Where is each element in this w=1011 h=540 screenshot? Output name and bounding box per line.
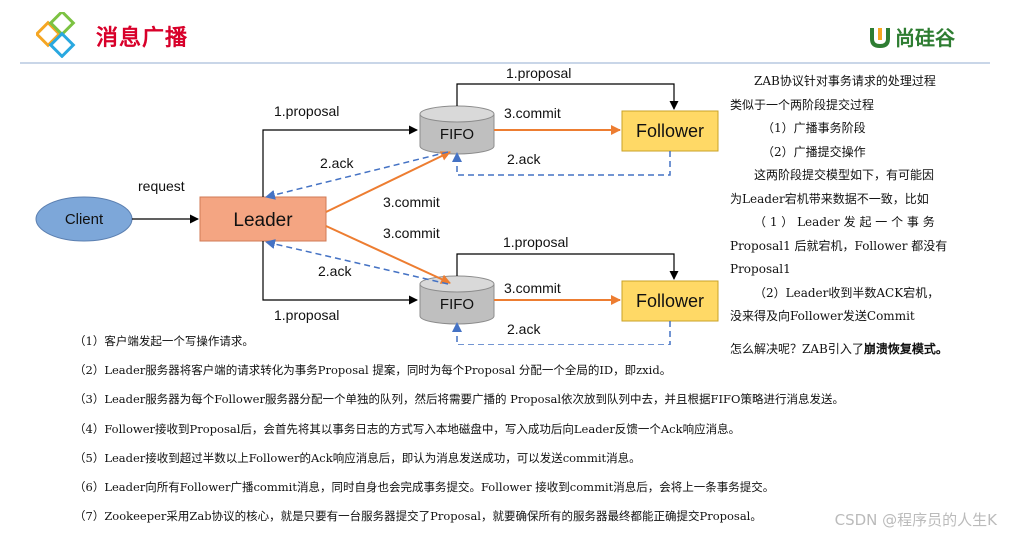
proposal-arrow-top (262, 125, 418, 197)
ack-label-leader-bottom: 2.ack (318, 263, 352, 279)
step-item: （3）Leader服务器为每个Follower服务器分配一个单独的队列，然后将需… (74, 392, 844, 407)
side-line: 没来得及向Follower发送Commit (730, 309, 915, 323)
follower-top-label: Follower (636, 121, 704, 141)
side-line: （2）Leader收到半数ACK宕机， (754, 285, 940, 300)
step-item: （6）Leader向所有Follower广播commit消息，同时自身也会完成事… (74, 479, 775, 494)
steps-list: （1）客户端发起一个写操作请求。 （2）Leader服务器将客户端的请求转化为事… (74, 330, 954, 534)
side-line: （1）广播事务阶段 (762, 121, 866, 135)
fifo-top-label: FIFO (440, 126, 474, 143)
logo-diamonds-icon (36, 12, 76, 58)
side-line: ZAB协议针对事务请求的处理过程 (754, 74, 936, 88)
header: 消息广播 尚硅谷 (0, 0, 1011, 64)
proposal-label-leader-bottom: 1.proposal (274, 307, 339, 323)
proposal-label-leader-top: 1.proposal (274, 103, 339, 119)
ack-label-leader-top: 2.ack (320, 155, 354, 171)
follower-bottom-label: Follower (636, 291, 704, 311)
ack-label-follower-bottom: 2.ack (507, 321, 541, 337)
step-item: （7）Zookeeper采用Zab协议的核心，就是只要有一台服务器提交了Prop… (74, 509, 762, 524)
ack-arrow-follower-top (452, 151, 671, 176)
brand-logo: 尚硅谷 (869, 22, 955, 51)
step-item: （4）Follower接收到Proposal后，会首先将其以事务日志的方式写入本… (74, 421, 741, 436)
watermark: CSDN @程序员的人生K (834, 511, 997, 529)
side-line: 为Leader宕机带来数据不一致，比如 (730, 191, 929, 206)
request-label: request (138, 178, 185, 194)
side-line: Proposal1 (730, 262, 791, 276)
commit-arrow-leader-top (325, 151, 451, 213)
proposal-label-top: 1.proposal (506, 65, 571, 81)
page-title: 消息广播 (96, 26, 189, 51)
commit-label-leader-bottom: 3.commit (383, 225, 440, 241)
side-question-text: 怎么解决呢？ZAB引入了 (730, 341, 864, 356)
leader-label: Leader (233, 210, 293, 231)
follower-top-node (621, 110, 719, 152)
commit-label-fifo-top: 3.commit (504, 105, 561, 121)
side-line: Proposal1 后就宕机，Follower 都没有 (730, 238, 948, 253)
commit-label-leader-top: 3.commit (383, 194, 440, 210)
side-explanation: ZAB协议针对事务请求的处理过程 类似于一个两阶段提交过程 （1）广播事务阶段 … (730, 70, 970, 361)
step-item: （2）Leader服务器将客户端的请求转化为事务Proposal 提案，同时为每… (74, 363, 672, 378)
header-divider (20, 62, 990, 64)
step-item: （1）客户端发起一个写操作请求。 (74, 334, 254, 348)
ack-arrow-leader-bottom (265, 239, 449, 285)
commit-label-fifo-bottom: 3.commit (504, 280, 561, 296)
proposal-arrow-fifo-bottom (456, 253, 679, 280)
proposal-label-bottom: 1.proposal (503, 234, 568, 250)
side-line: （2）广播提交操作 (762, 144, 866, 159)
side-line: 类似于一个两阶段提交过程 (730, 97, 875, 112)
side-question: 怎么解决呢？ZAB引入了崩溃恢复模式。 (730, 338, 970, 362)
follower-bottom-node (621, 280, 719, 322)
client-label: Client (65, 211, 104, 228)
fifo-top-node (419, 105, 495, 155)
side-line: （ 1 ） Leader 发 起 一 个 事 务 (754, 215, 935, 229)
ack-arrow-follower-bottom (452, 321, 671, 345)
ack-label-follower-top: 2.ack (507, 151, 541, 167)
side-line: 这两阶段提交模型如下，有可能因 (754, 168, 935, 182)
side-question-bold: 崩溃恢复模式。 (863, 341, 948, 356)
step-item: （5）Leader接收到超过半数以上Follower的Ack响应消息后，即认为消… (74, 450, 641, 465)
commit-arrow-leader-bottom (325, 225, 451, 284)
broadcast-diagram: Client request Leader 1.proposal 1.propo… (35, 65, 719, 345)
proposal-arrow-bottom (262, 241, 418, 305)
proposal-arrow-fifo-top (456, 83, 679, 110)
brand-name: 尚硅谷 (895, 26, 955, 50)
fifo-bottom-label: FIFO (440, 296, 474, 313)
brand-u-icon (870, 27, 890, 48)
ack-arrow-leader-top (265, 151, 449, 200)
